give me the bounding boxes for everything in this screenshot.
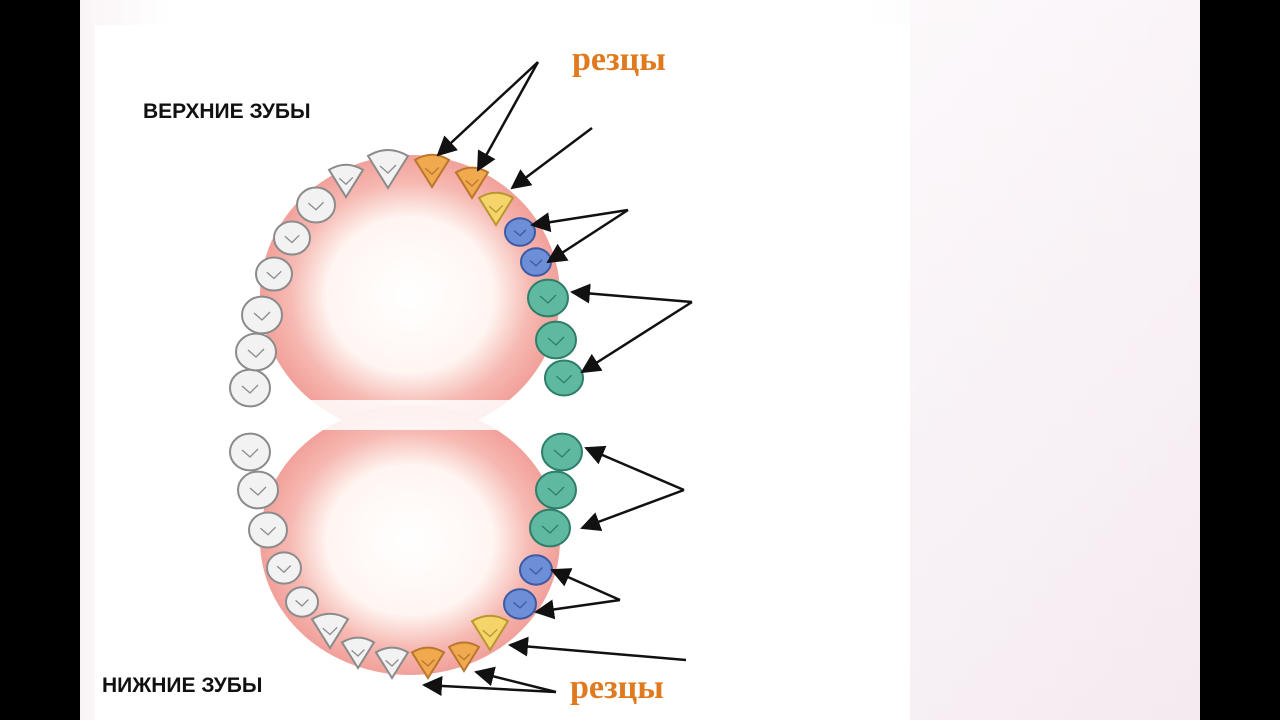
- lower-teeth-title: НИЖНИЕ ЗУБЫ: [102, 674, 262, 697]
- lower-tooth-1: [229, 432, 271, 472]
- lower-molar-14-detail: [541, 524, 559, 534]
- arrow-lower-premolar-2: [534, 598, 621, 620]
- upper-tooth-5: [273, 220, 311, 256]
- upper-incisor-9: [413, 153, 451, 189]
- lower-tooth-2: [237, 470, 279, 510]
- arrow-lower-canine: [508, 636, 687, 662]
- lower-tooth-3-detail: [259, 526, 277, 536]
- upper-tooth-3: [241, 295, 283, 335]
- lower-teeth-arch: [229, 432, 583, 680]
- lower-premolar-13-detail: [529, 567, 543, 575]
- upper-molar-15: [535, 320, 577, 360]
- upper-tooth-6: [296, 186, 336, 224]
- upper-premolar-13: [520, 247, 552, 277]
- arrow-upper-molar-2: [580, 300, 693, 374]
- arrow-lower-incisor-2: [474, 666, 557, 694]
- lower-premolar-13: [519, 554, 553, 586]
- upper-molar-16: [544, 359, 584, 397]
- lower-tooth-7: [340, 636, 376, 670]
- lower-canine-11: [470, 614, 510, 652]
- upper-canine-11-detail: [488, 204, 504, 214]
- upper-canine-11: [477, 191, 515, 227]
- upper-tooth-1-detail: [241, 384, 259, 394]
- arrow-lower-incisor-1: [422, 675, 557, 696]
- upper-premolar-12: [504, 217, 536, 247]
- upper-tooth-7-detail: [338, 176, 354, 186]
- lower-tooth-4-detail: [276, 564, 292, 574]
- upper-molar-16-detail: [555, 374, 573, 384]
- upper-tooth-2: [235, 332, 277, 372]
- pointer-arrows: [422, 61, 693, 696]
- lower-canine-11-detail: [482, 628, 498, 638]
- lower-tooth-6-detail: [322, 626, 338, 636]
- upper-tooth-5-detail: [284, 234, 300, 244]
- lower-incisor-9: [410, 646, 446, 680]
- upper-molar-15-detail: [547, 336, 565, 346]
- upper-incisor-10-detail: [465, 179, 479, 187]
- lower-incisor-10: [447, 641, 481, 673]
- lower-tooth-5: [285, 586, 319, 618]
- arrow-upper-incisor-1: [436, 61, 539, 157]
- mouth-gap: [250, 400, 580, 430]
- lower-gum: [260, 405, 560, 675]
- upper-tooth-3-detail: [253, 311, 271, 321]
- upper-incisors-label: резцы: [572, 41, 666, 78]
- upper-tooth-6-detail: [307, 201, 325, 211]
- upper-tooth-2-detail: [247, 348, 265, 358]
- lower-molar-16: [541, 432, 583, 472]
- lower-tooth-4: [266, 551, 302, 585]
- upper-premolar-12-detail: [513, 229, 527, 237]
- upper-tooth-4: [255, 256, 293, 292]
- arrow-lower-premolar-1: [550, 568, 621, 602]
- lower-molar-15: [535, 470, 577, 510]
- upper-incisor-10: [454, 166, 490, 200]
- upper-molar-14: [527, 278, 569, 318]
- upper-teeth-title: ВЕРХНИЕ ЗУБЫ: [143, 100, 311, 123]
- lower-incisors-label: резцы: [570, 669, 664, 706]
- arrow-upper-canine: [510, 127, 593, 190]
- upper-tooth-1: [229, 368, 271, 408]
- lower-tooth-6: [310, 612, 350, 650]
- arrow-upper-premolar-2: [546, 208, 629, 264]
- lower-premolar-12: [503, 588, 537, 620]
- arrow-upper-incisor-2: [476, 61, 540, 172]
- lower-premolar-12-detail: [513, 601, 527, 609]
- lower-molar-14: [529, 508, 571, 548]
- lower-incisor-10-detail: [457, 653, 471, 661]
- arrow-lower-molar-2: [580, 488, 685, 532]
- arrow-upper-premolar-1: [530, 208, 629, 233]
- lower-tooth-3: [248, 511, 288, 549]
- upper-incisor-9-detail: [424, 166, 440, 176]
- lower-molar-15-detail: [547, 486, 565, 496]
- lower-tooth-1-detail: [241, 448, 259, 458]
- arrow-upper-molar-1: [570, 283, 693, 304]
- lower-tooth-7-detail: [351, 649, 365, 657]
- upper-tooth-7: [327, 163, 365, 199]
- lower-tooth-8-detail: [385, 659, 399, 667]
- lower-molar-16-detail: [553, 448, 571, 458]
- upper-teeth-arch: [229, 149, 584, 408]
- upper-tooth-8-detail: [379, 164, 397, 174]
- upper-gum: [260, 155, 560, 435]
- upper-premolar-13-detail: [529, 259, 543, 267]
- arrow-lower-molar-1: [584, 445, 685, 492]
- lower-incisor-9-detail: [421, 659, 435, 667]
- lower-tooth-5-detail: [295, 599, 309, 607]
- lower-tooth-8: [374, 646, 410, 680]
- upper-tooth-8: [366, 149, 410, 190]
- lower-tooth-2-detail: [249, 486, 267, 496]
- upper-tooth-4-detail: [266, 270, 282, 280]
- upper-molar-14-detail: [539, 294, 557, 304]
